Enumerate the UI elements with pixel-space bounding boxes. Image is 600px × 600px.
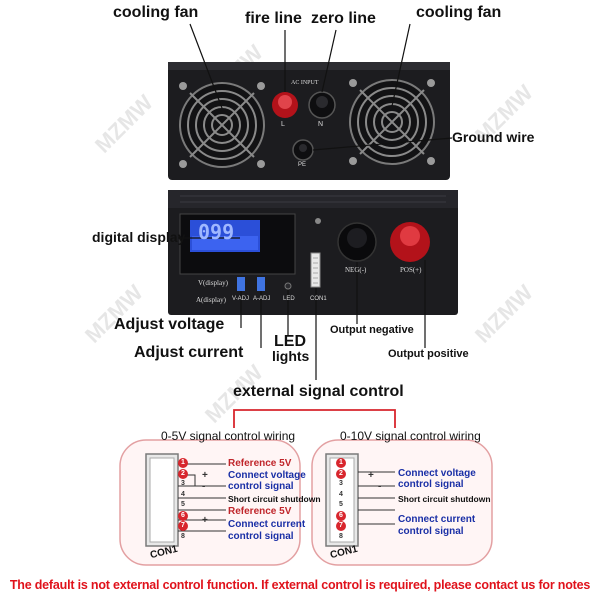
- left-wiring-title: 0-5V signal control wiring: [161, 429, 296, 443]
- con1-connector: [310, 252, 321, 288]
- left-pin-8: 8: [181, 532, 185, 540]
- right-cc2-label: control signal: [398, 526, 464, 537]
- led-indicator: [284, 282, 292, 290]
- n-text: N: [318, 121, 324, 128]
- neg-text: NEG(-): [345, 266, 367, 274]
- ground-terminal-icon: [292, 139, 314, 161]
- left-plus-sign: +: [202, 470, 208, 481]
- led-text: LED: [283, 296, 295, 302]
- right-cv2-label: control signal: [398, 479, 464, 490]
- footer-note: The default is not external control func…: [9, 578, 591, 592]
- left-minus-sign: -: [202, 481, 206, 492]
- output-negative-label: Output negative: [330, 324, 414, 336]
- left-cv2-label: control signal: [228, 481, 294, 492]
- left-cc2-label: control signal: [228, 531, 294, 542]
- left-pin-1: 1: [178, 458, 188, 468]
- led-label: LED: [274, 333, 306, 350]
- neg-terminal-icon: [337, 222, 377, 262]
- external-control-title: external signal control: [233, 383, 404, 400]
- front-panel-graphic: [168, 190, 458, 380]
- adjust-current-label: Adjust current: [134, 344, 244, 361]
- display-reading: 099: [198, 220, 235, 244]
- wiring-graphic: [119, 409, 493, 566]
- right-pin-5: 5: [339, 501, 343, 508]
- left-pin-3: 3: [181, 480, 185, 487]
- v-adj-text: V-ADJ: [232, 296, 250, 302]
- ac-input-text: AC INPUT: [291, 80, 319, 86]
- right-pin-4: 4: [339, 490, 343, 498]
- right-cc1-label: Connect current: [398, 514, 476, 525]
- zero-line-label: zero line: [311, 10, 376, 27]
- fire-line-terminal-icon: [272, 92, 298, 118]
- a-adj-text: A-ADJ: [253, 296, 271, 302]
- left-pin-5: 5: [181, 501, 185, 508]
- cooling-fan-left-label: cooling fan: [113, 4, 199, 21]
- pos-text: POS(+): [400, 266, 422, 274]
- rear-case-top: [168, 62, 450, 70]
- pos-terminal-icon: [390, 222, 430, 262]
- zero-line-terminal-icon: [308, 91, 336, 119]
- adjust-voltage-label: Adjust voltage: [114, 316, 225, 333]
- left-fan-icon: [179, 82, 265, 168]
- lights-label: lights: [272, 348, 310, 364]
- pe-text: PE: [298, 162, 307, 168]
- left-pin-6: 6: [178, 510, 188, 521]
- digital-display-label: digital display: [92, 229, 186, 245]
- ground-wire-label: Ground wire: [452, 129, 535, 145]
- v-display-text: V(display): [198, 279, 228, 287]
- right-pin-7: 7: [336, 521, 346, 531]
- right-cv1-label: Connect voltage: [398, 468, 476, 479]
- right-pin-8: 8: [339, 532, 343, 540]
- right-pin-2: 2: [336, 468, 346, 479]
- a-adj-trimmer: [257, 277, 265, 291]
- left-ref2-label: Reference 5V: [228, 506, 292, 517]
- left-pin-7: 7: [178, 521, 188, 531]
- right-pin-1: 1: [336, 458, 346, 468]
- right-pin-6: 6: [336, 510, 346, 521]
- con1-text: CON1: [310, 296, 327, 302]
- left-plus-sign-2: +: [202, 515, 208, 526]
- output-positive-label: Output positive: [388, 348, 469, 360]
- a-display-text: A(display): [196, 296, 226, 304]
- l-text: L: [281, 121, 285, 128]
- rear-panel-graphic: [168, 23, 453, 180]
- right-minus-sign: -: [378, 481, 382, 492]
- left-short-label: Short circuit shutdown: [228, 494, 321, 504]
- v-adj-trimmer: [237, 277, 245, 291]
- right-wiring-title: 0-10V signal control wiring: [340, 429, 481, 443]
- left-ref1-label: Reference 5V: [228, 458, 292, 469]
- left-cc1-label: Connect current: [228, 519, 306, 530]
- right-plus-sign: +: [368, 470, 374, 481]
- right-pin-3: 3: [339, 480, 343, 487]
- left-cv1-label: Connect voltage: [228, 470, 306, 481]
- left-pin-2: 2: [178, 468, 188, 479]
- fire-line-label: fire line: [245, 10, 302, 27]
- right-short-label: Short circuit shutdown: [398, 494, 491, 504]
- right-fan-icon: [349, 79, 435, 165]
- left-pin-4: 4: [181, 490, 185, 498]
- cooling-fan-right-label: cooling fan: [416, 4, 502, 21]
